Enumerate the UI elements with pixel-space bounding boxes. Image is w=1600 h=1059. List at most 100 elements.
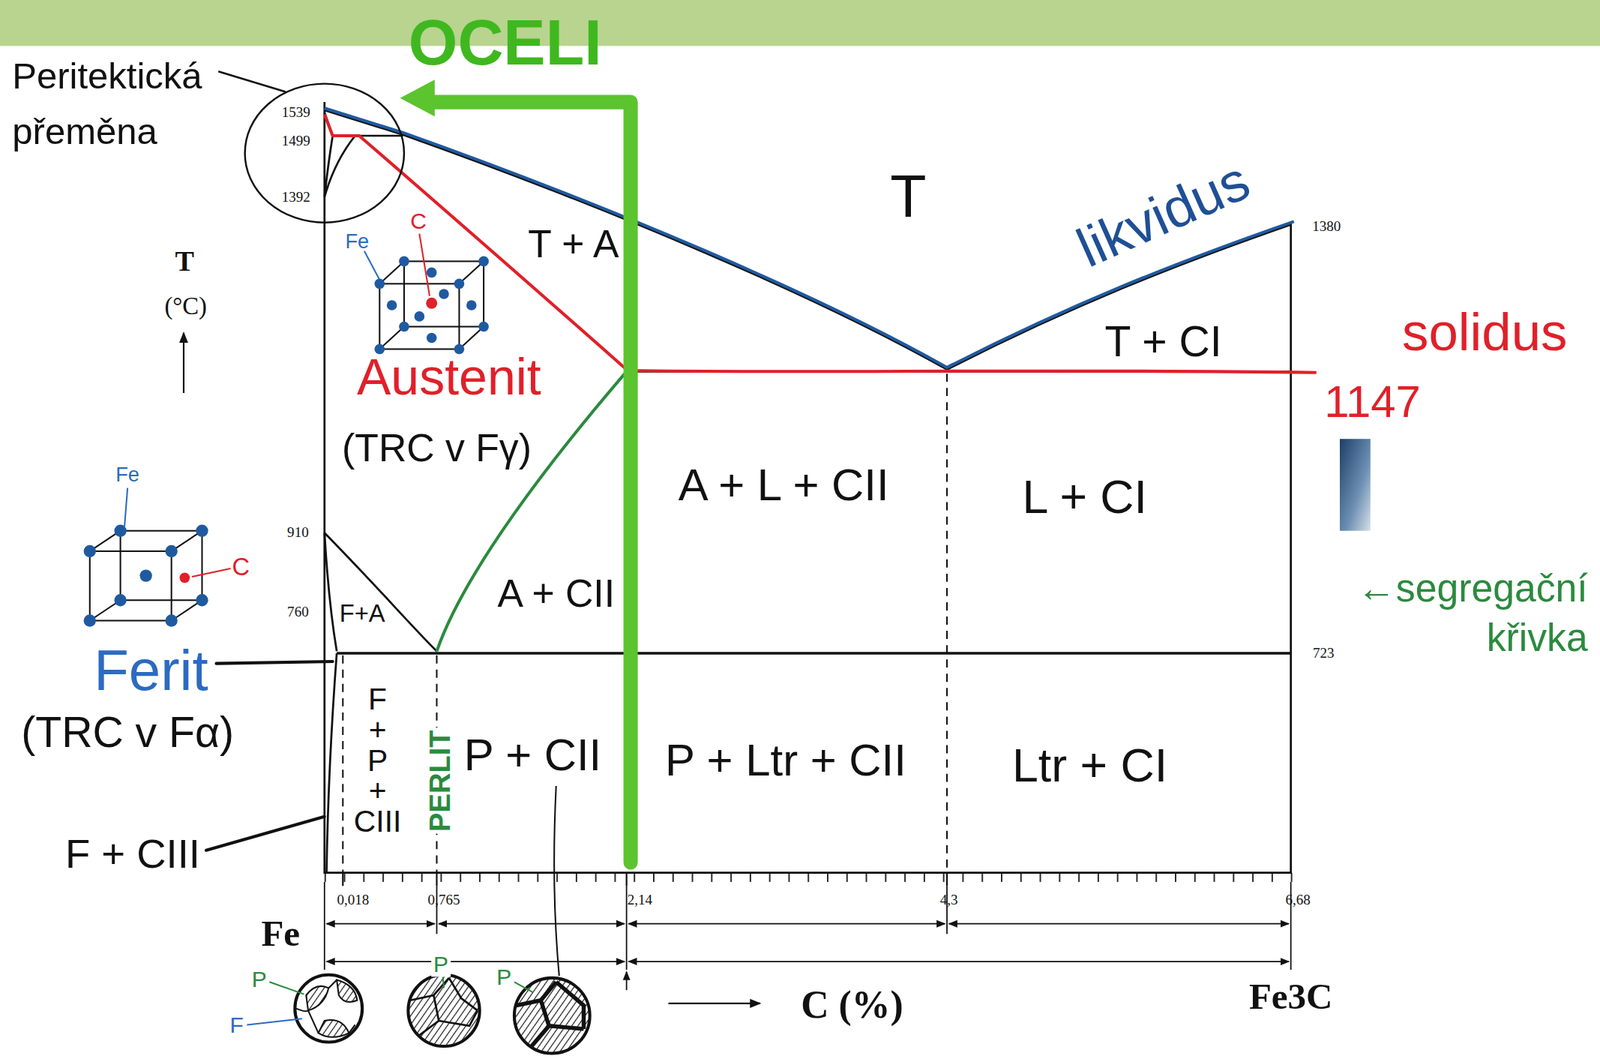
temperature-value: 1499 [281, 132, 311, 149]
iron-atoms [374, 256, 489, 355]
atom [478, 321, 489, 333]
cell-edge [89, 551, 172, 621]
axis-ticks [323, 872, 1293, 882]
phase-label: A + CII [497, 572, 615, 616]
peritectic-lines [324, 112, 404, 198]
phase-name: Austenit [356, 349, 542, 406]
ferrite-lines [324, 532, 438, 872]
liquidus-label: likvidus [1068, 149, 1259, 279]
phase-label: F + CIII [65, 830, 201, 876]
peritectic-note: Peritektická přeměna [11, 48, 227, 159]
leader-line [419, 233, 430, 297]
temperature-value: 1380 [1312, 218, 1341, 235]
atom [478, 256, 489, 267]
leader-line [364, 251, 380, 280]
pearlite-label: PERLIT [425, 728, 457, 834]
leader-line [191, 568, 231, 577]
micro-circle [407, 974, 480, 1046]
temperature-value: 760 [287, 604, 309, 621]
composition-value: 2,14 [627, 892, 653, 908]
diagram-frame [324, 101, 1292, 873]
acm-line [437, 371, 627, 651]
leader-line [216, 661, 333, 664]
phase-label: Ltr + CI [1012, 739, 1168, 792]
leader-line [443, 976, 444, 988]
dimension-line [326, 960, 625, 962]
structure-label: P [496, 964, 512, 990]
dimension-line [438, 922, 625, 925]
liquidus-line [324, 110, 1292, 370]
grain-boundary [296, 979, 356, 1034]
microstructure-pearlite [407, 974, 480, 1046]
solidus-overlay [324, 113, 1317, 372]
axis-arrow [668, 1002, 760, 1004]
micro-circle [294, 974, 363, 1043]
atom-label: C [231, 554, 250, 582]
atom [426, 267, 438, 279]
phase-label: L + CI [1022, 470, 1148, 523]
leader-line [124, 488, 128, 528]
segregation-note: ←segregační křivka [1336, 563, 1589, 664]
cell-edge [89, 530, 203, 621]
phase-label: P + Ltr + CII [665, 735, 907, 786]
phase-name: Ferit [93, 638, 208, 702]
eutectoid-line [336, 651, 1292, 654]
axis-label: C (%) [800, 983, 903, 1027]
atom [113, 593, 126, 606]
microstructure-pearlite-cementite [514, 977, 591, 1054]
dimension-line [628, 922, 945, 925]
peritectic-ellipse [245, 83, 405, 223]
structure-label: P [251, 967, 267, 992]
atom [83, 614, 96, 627]
axis-end-label: Fe [260, 913, 300, 954]
phase-description: (TRC v Fγ) [341, 427, 532, 471]
atom [398, 256, 410, 267]
atom [195, 524, 208, 537]
phase-label: T + A [527, 223, 619, 267]
phase-label: T + CI [1104, 318, 1222, 366]
temperature-value: 910 [287, 524, 309, 541]
phase-label: F + P + CIII [344, 683, 411, 837]
atom [398, 321, 410, 333]
dimension-arrow [626, 971, 628, 990]
cell-edge [404, 260, 484, 327]
phase-label: A + L + CII [678, 460, 890, 510]
atom [414, 311, 426, 322]
dimension-line [326, 922, 435, 925]
cell-edge [379, 283, 459, 349]
phase-label: T [889, 163, 926, 229]
composition-value: 0,765 [428, 892, 461, 908]
structure-label: F [230, 1012, 244, 1038]
structure-label: P [431, 952, 450, 977]
carbon-atom [179, 572, 191, 584]
axis-end-label: Fe3C [1249, 976, 1334, 1018]
axis-label: T [175, 246, 195, 279]
cell-edge [379, 260, 484, 349]
atom-label: Fe [115, 463, 140, 486]
micro-leaders [246, 976, 533, 1025]
arrow-head [400, 79, 435, 117]
atom [83, 545, 96, 558]
composition-value: 6,68 [1285, 892, 1311, 908]
micro-circle [514, 977, 591, 1054]
atom [139, 569, 152, 582]
dimension-line [628, 960, 1289, 962]
dimension-line [949, 922, 1289, 925]
atom [195, 593, 208, 606]
temperature-value: 1392 [281, 188, 311, 205]
composition-value: 0,018 [336, 892, 369, 908]
phase-description: (TRC v Fα) [20, 709, 234, 757]
cementite-network [516, 981, 585, 1047]
leader-line [514, 981, 533, 992]
dimension-lines [324, 881, 1292, 990]
temperature-value: 723 [1312, 645, 1335, 662]
temperature-value: 1539 [281, 104, 311, 120]
temperature-value: 1147 [1324, 377, 1421, 427]
photo-thumbnail [1339, 438, 1371, 531]
iron-atoms [83, 524, 209, 627]
leader-line [246, 1018, 302, 1025]
leader-line [206, 816, 325, 851]
ferrite-cell [89, 530, 203, 621]
